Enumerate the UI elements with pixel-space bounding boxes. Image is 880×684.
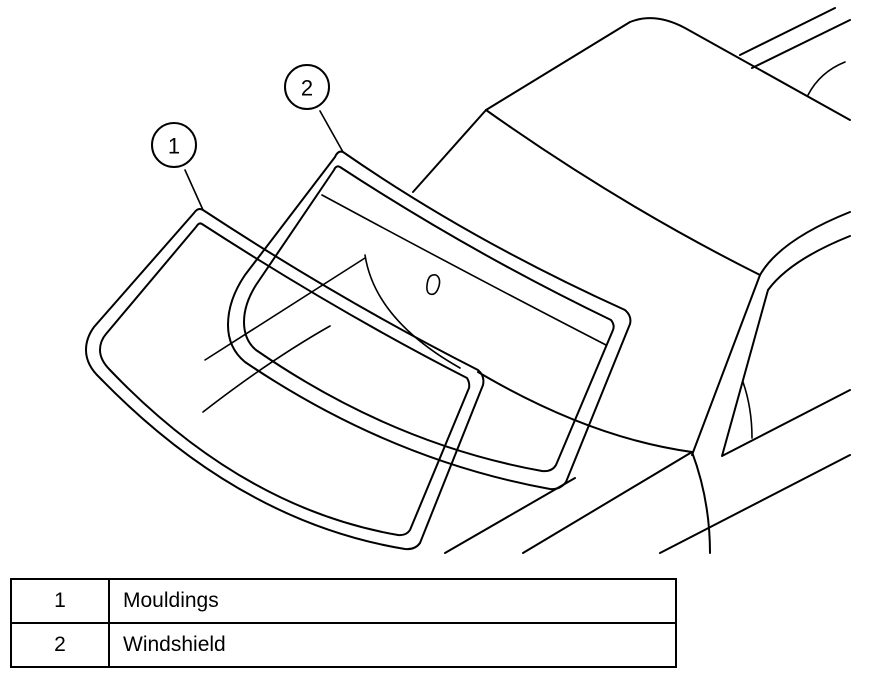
- legend-description: Mouldings: [108, 578, 677, 624]
- hood-line-1: [444, 477, 576, 554]
- interior-line-2: [202, 325, 331, 413]
- vehicle-body: [202, 7, 851, 554]
- roof-rear-curve: [807, 61, 846, 96]
- leader-line-2: [319, 110, 344, 153]
- windshield-diagram: 1 2: [85, 7, 851, 554]
- dash-curve: [364, 254, 461, 369]
- callout-number-1: 1: [168, 134, 180, 159]
- moulding-outer: [85, 208, 485, 551]
- windshield: [227, 150, 632, 491]
- roof-header-curve: [485, 109, 761, 276]
- roof-rail-lower: [751, 19, 851, 69]
- callout-circle-2: [284, 64, 330, 110]
- leader-line-1: [184, 169, 204, 211]
- windshield-inner: [243, 165, 615, 473]
- mouldings: [85, 208, 485, 551]
- roof-outline: [485, 17, 851, 121]
- door-window-inner: [742, 381, 753, 439]
- callout-circle-1: [151, 122, 197, 168]
- a-pillar-right: [691, 274, 761, 456]
- fender-line: [659, 454, 851, 554]
- hood-line-2: [522, 451, 693, 554]
- windshield-outer: [227, 150, 632, 491]
- door-frame-inner: [767, 235, 851, 291]
- callout-2: 2: [284, 64, 344, 153]
- mirror-icon: [426, 274, 441, 296]
- legend-number: 1: [10, 578, 110, 624]
- roof-rail-upper: [739, 7, 836, 56]
- legend-row: 2 Windshield: [10, 622, 677, 668]
- moulding-inner: [99, 222, 471, 537]
- legend-row: 1 Mouldings: [10, 578, 677, 624]
- fender-front-curve: [691, 451, 711, 554]
- callout-number-2: 2: [301, 76, 313, 101]
- door-window-edge: [721, 289, 851, 457]
- windshield-frit-top: [321, 194, 607, 346]
- legend-description: Windshield: [108, 622, 677, 668]
- legend-table: 1 Mouldings 2 Windshield: [10, 578, 677, 668]
- door-frame-outer: [759, 211, 851, 276]
- a-pillar-left: [412, 109, 487, 193]
- legend-number: 2: [10, 622, 110, 668]
- callout-1: 1: [151, 122, 204, 211]
- cowl-line: [477, 371, 693, 453]
